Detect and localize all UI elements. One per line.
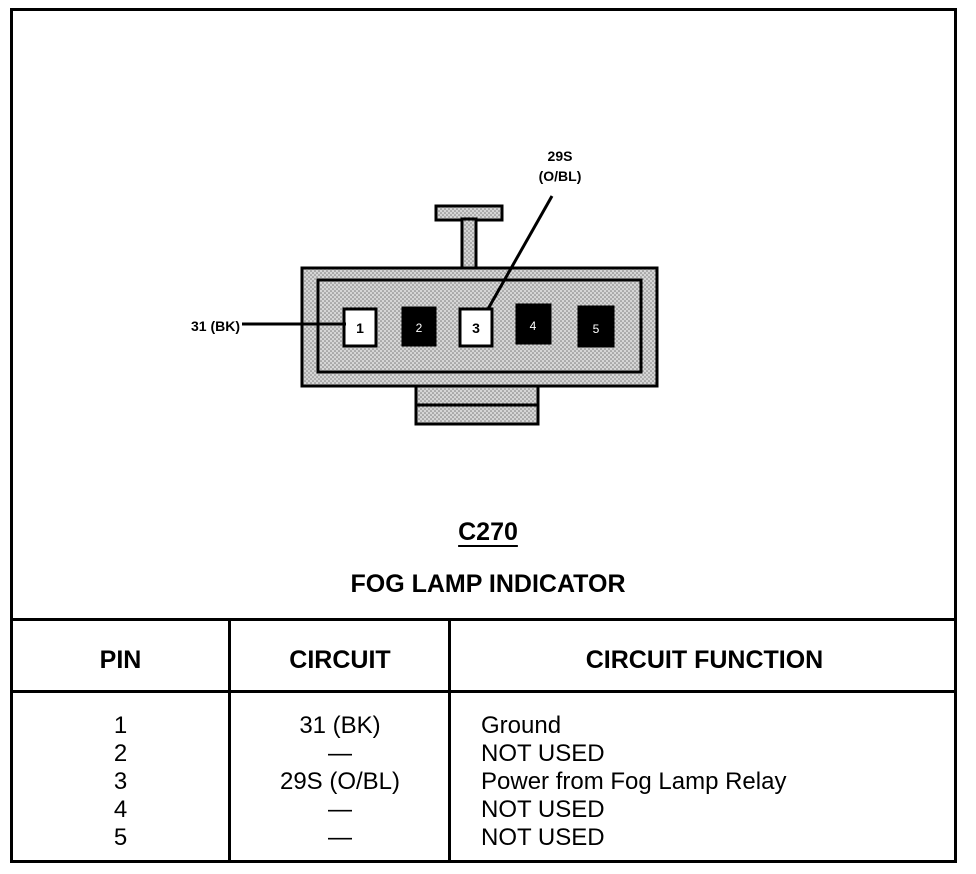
pin-label-3: 3 (472, 320, 480, 336)
table-row: 1 31 (BK) Ground (13, 712, 957, 740)
header-pin: PIN (99, 646, 142, 674)
row-function: Ground (481, 712, 562, 739)
connector-name: FOG LAMP INDICATOR (350, 570, 626, 598)
leader-line-pin3 (486, 195, 554, 310)
row-circuit: 31 (BK) (299, 712, 381, 739)
callout-pin3-color: (O/BL) (538, 168, 582, 184)
callout-pin3-circuit: 29S (547, 148, 573, 164)
row-function: NOT USED (481, 824, 605, 851)
callout-pin1: 31 (BK) (190, 318, 240, 334)
header-circuit: CIRCUIT (289, 646, 391, 674)
header-circuit-function: CIRCUIT FUNCTION (585, 646, 824, 674)
pin-cavity-1: 1 (342, 307, 378, 348)
connector-id: C270 (0, 518, 976, 547)
pin-label-1: 1 (356, 320, 364, 336)
locking-tab (434, 204, 504, 271)
row-function: NOT USED (481, 796, 605, 823)
row-circuit: — (328, 740, 352, 767)
column-divider-1 (228, 621, 231, 863)
pin-table-body: 1 31 (BK) Ground 2 — NOT USED 3 29S (O/B… (13, 712, 957, 852)
callout-pin3: 29S (O/BL) (520, 146, 600, 186)
pin-cavity-4: 4 (515, 303, 552, 345)
table-row: 5 — NOT USED (13, 824, 957, 852)
row-pin: 4 (113, 796, 128, 823)
row-circuit: — (328, 824, 352, 851)
connector-latch (414, 384, 540, 426)
row-function: Power from Fog Lamp Relay (481, 768, 787, 795)
table-row: 3 29S (O/BL) Power from Fog Lamp Relay (13, 768, 957, 796)
connector-drawing: 1 2 3 4 5 (242, 195, 659, 426)
row-circuit: 29S (O/BL) (279, 768, 401, 795)
row-circuit: — (328, 796, 352, 823)
pin-label-4: 4 (530, 319, 537, 333)
diagram-frame (10, 8, 957, 863)
pin-label-5: 5 (593, 322, 600, 336)
pin-cavity-5: 5 (577, 305, 615, 348)
row-pin: 1 (113, 712, 128, 739)
row-function: NOT USED (481, 740, 605, 767)
row-pin: 3 (113, 768, 128, 795)
row-pin: 2 (113, 740, 128, 767)
table-row: 2 — NOT USED (13, 740, 957, 768)
pin-label-2: 2 (416, 321, 423, 335)
table-header-rule (10, 690, 957, 693)
pin-cavity-2: 2 (401, 306, 437, 347)
connector-diagram: 1 2 3 4 5 29S (O/BL) 31 (BK) C270 FOG LA… (0, 146, 976, 598)
pin-cavity-3: 3 (458, 307, 494, 348)
connector-id-text: C270 (458, 518, 518, 546)
column-divider-2 (448, 621, 451, 863)
row-pin: 5 (113, 824, 128, 851)
table-top-rule (10, 618, 957, 621)
table-row: 4 — NOT USED (13, 796, 957, 824)
